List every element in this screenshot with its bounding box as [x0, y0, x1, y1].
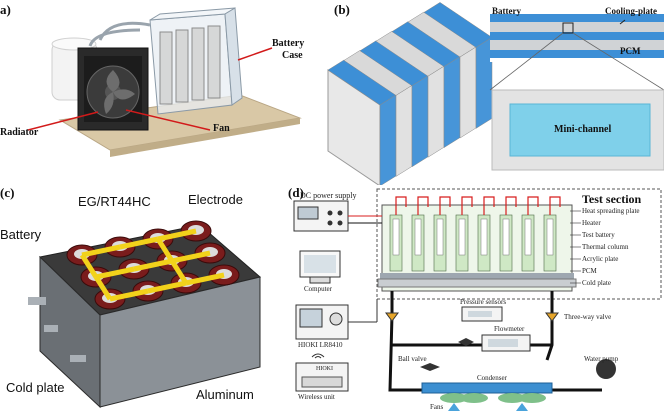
heater-strip — [392, 218, 400, 256]
power-wire — [483, 196, 495, 215]
layer-label: Test battery — [582, 231, 615, 239]
power-wire — [527, 196, 539, 215]
power-wire — [417, 196, 429, 215]
heater-strip — [502, 218, 510, 256]
ball-valve-label: Ball valve — [398, 355, 427, 363]
test-section-title: Test section — [582, 192, 642, 206]
cooling-plate-label: Cooling-plate — [605, 6, 658, 16]
dc-power-label: DC power supply — [300, 191, 357, 200]
panel-c-label: (c) — [0, 185, 15, 200]
panel-a-label: a) — [0, 2, 11, 17]
electrode-bar — [157, 228, 197, 242]
power-wire — [505, 196, 517, 215]
pressure-label: Pressure sensors — [460, 298, 507, 306]
heater-strip — [480, 218, 488, 256]
layer-label: Heater — [582, 219, 601, 227]
module-3d-graphic — [327, 2, 493, 185]
experimental-setup-diagram — [293, 188, 662, 411]
mini-channel-label: Mini-channel — [554, 124, 612, 135]
panel-a: a) Battery Case — [0, 0, 320, 180]
electrode-bar — [133, 258, 173, 272]
aluminum-label: Aluminum — [196, 387, 254, 402]
electrode-bar — [119, 236, 159, 250]
layer-label: Acrylic plate — [582, 255, 619, 263]
heater-strip — [524, 218, 532, 256]
layer-label: Heat spreading plate — [582, 207, 640, 215]
electrode-label: Electrode — [188, 192, 243, 207]
fan-label: Fan — [213, 123, 230, 134]
eg-label: EG/RT44HC — [78, 194, 151, 209]
hioki-badge: HIOKI — [316, 366, 333, 372]
cold-plate-label: Cold plate — [6, 380, 65, 395]
power-wire — [461, 196, 473, 215]
three-way-label: Three-way valve — [564, 313, 612, 321]
layer-label: Thermal column — [582, 243, 629, 251]
panel-d: (d) — [282, 185, 664, 414]
layer-label: PCM — [582, 267, 597, 275]
panel-b: (b) Battery Cooling-plate PCM Mini-chann… — [320, 0, 664, 185]
battery-case-label-line1: Battery — [272, 38, 305, 49]
battery-label-b: Battery — [492, 6, 521, 16]
pack-3d-graphic — [28, 220, 262, 409]
water-pump-label: Water pump — [584, 355, 619, 363]
electrode-bar — [81, 244, 121, 258]
fans-label: Fans — [430, 403, 444, 411]
battery-case-label-line2: Case — [282, 50, 303, 61]
wireless-label: Wireless unit — [298, 393, 335, 401]
panel-b-label: (b) — [334, 2, 350, 17]
panel-c: (c) EG/RT44HC Electrode Battery Cold pla… — [0, 185, 282, 414]
radiator-label: Radiator — [0, 127, 39, 138]
panel-d-label: (d) — [288, 185, 304, 200]
condenser-label: Condenser — [477, 374, 507, 382]
heater-strip — [436, 218, 444, 256]
battery-label-c: Battery — [0, 227, 42, 242]
electrode-bar — [185, 272, 225, 286]
battery-module-photo — [27, 7, 302, 157]
layer-label: Cold plate — [582, 279, 611, 287]
heater-strip — [546, 218, 554, 256]
power-wire — [395, 196, 407, 215]
heater-strip — [414, 218, 422, 256]
pcm-label-b: PCM — [620, 46, 641, 56]
electrode-bar — [147, 280, 187, 294]
hioki-label: HIOKI LR8410 — [298, 341, 343, 349]
flowmeter-label: Flowmeter — [494, 325, 525, 333]
power-wire — [439, 196, 451, 215]
cross-section-top — [489, 0, 664, 171]
heater-strip — [458, 218, 466, 256]
electrode-bar — [95, 266, 135, 280]
electrode-bar — [169, 259, 189, 285]
electrode-bar — [171, 250, 211, 264]
electrode-bar — [93, 275, 113, 301]
electrode-bar — [109, 288, 149, 302]
power-wire — [549, 196, 561, 215]
computer-label: Computer — [304, 285, 332, 293]
electrode-bar — [155, 237, 175, 263]
electrode-bar — [79, 253, 99, 279]
